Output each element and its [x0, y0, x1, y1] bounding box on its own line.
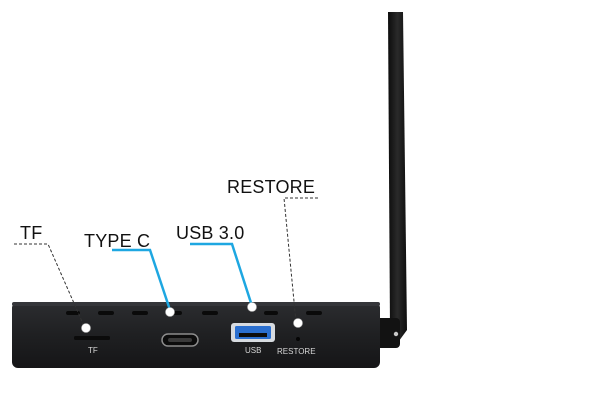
usb-port: USB [231, 323, 275, 355]
tf-device-label: TF [88, 346, 98, 355]
tf-marker-dot [81, 323, 91, 333]
usb-callout-label: USB 3.0 [176, 223, 245, 243]
type-c-marker-dot [165, 307, 175, 317]
type-c-callout-label: TYPE C [84, 231, 151, 251]
tf-callout-label: TF [20, 223, 43, 243]
marker-dots [81, 302, 303, 333]
type-c-leader-line [112, 248, 172, 311]
usb-device-label: USB [245, 346, 261, 355]
tf-leader-line [14, 243, 85, 327]
type-c-port [161, 333, 199, 347]
restore-leader-line [283, 197, 318, 323]
usb-marker-dot [247, 302, 257, 312]
usb-leader-line [190, 242, 254, 307]
antenna [376, 12, 407, 348]
restore-marker-dot [293, 318, 303, 328]
antenna-dot [393, 331, 399, 337]
tf-card-slot: TF [74, 336, 110, 355]
restore-device-label: RESTORE [277, 347, 316, 356]
restore-callout-label: RESTORE [227, 177, 316, 197]
antenna-hinge [376, 318, 400, 348]
restore-pinhole: RESTORE [277, 337, 316, 356]
